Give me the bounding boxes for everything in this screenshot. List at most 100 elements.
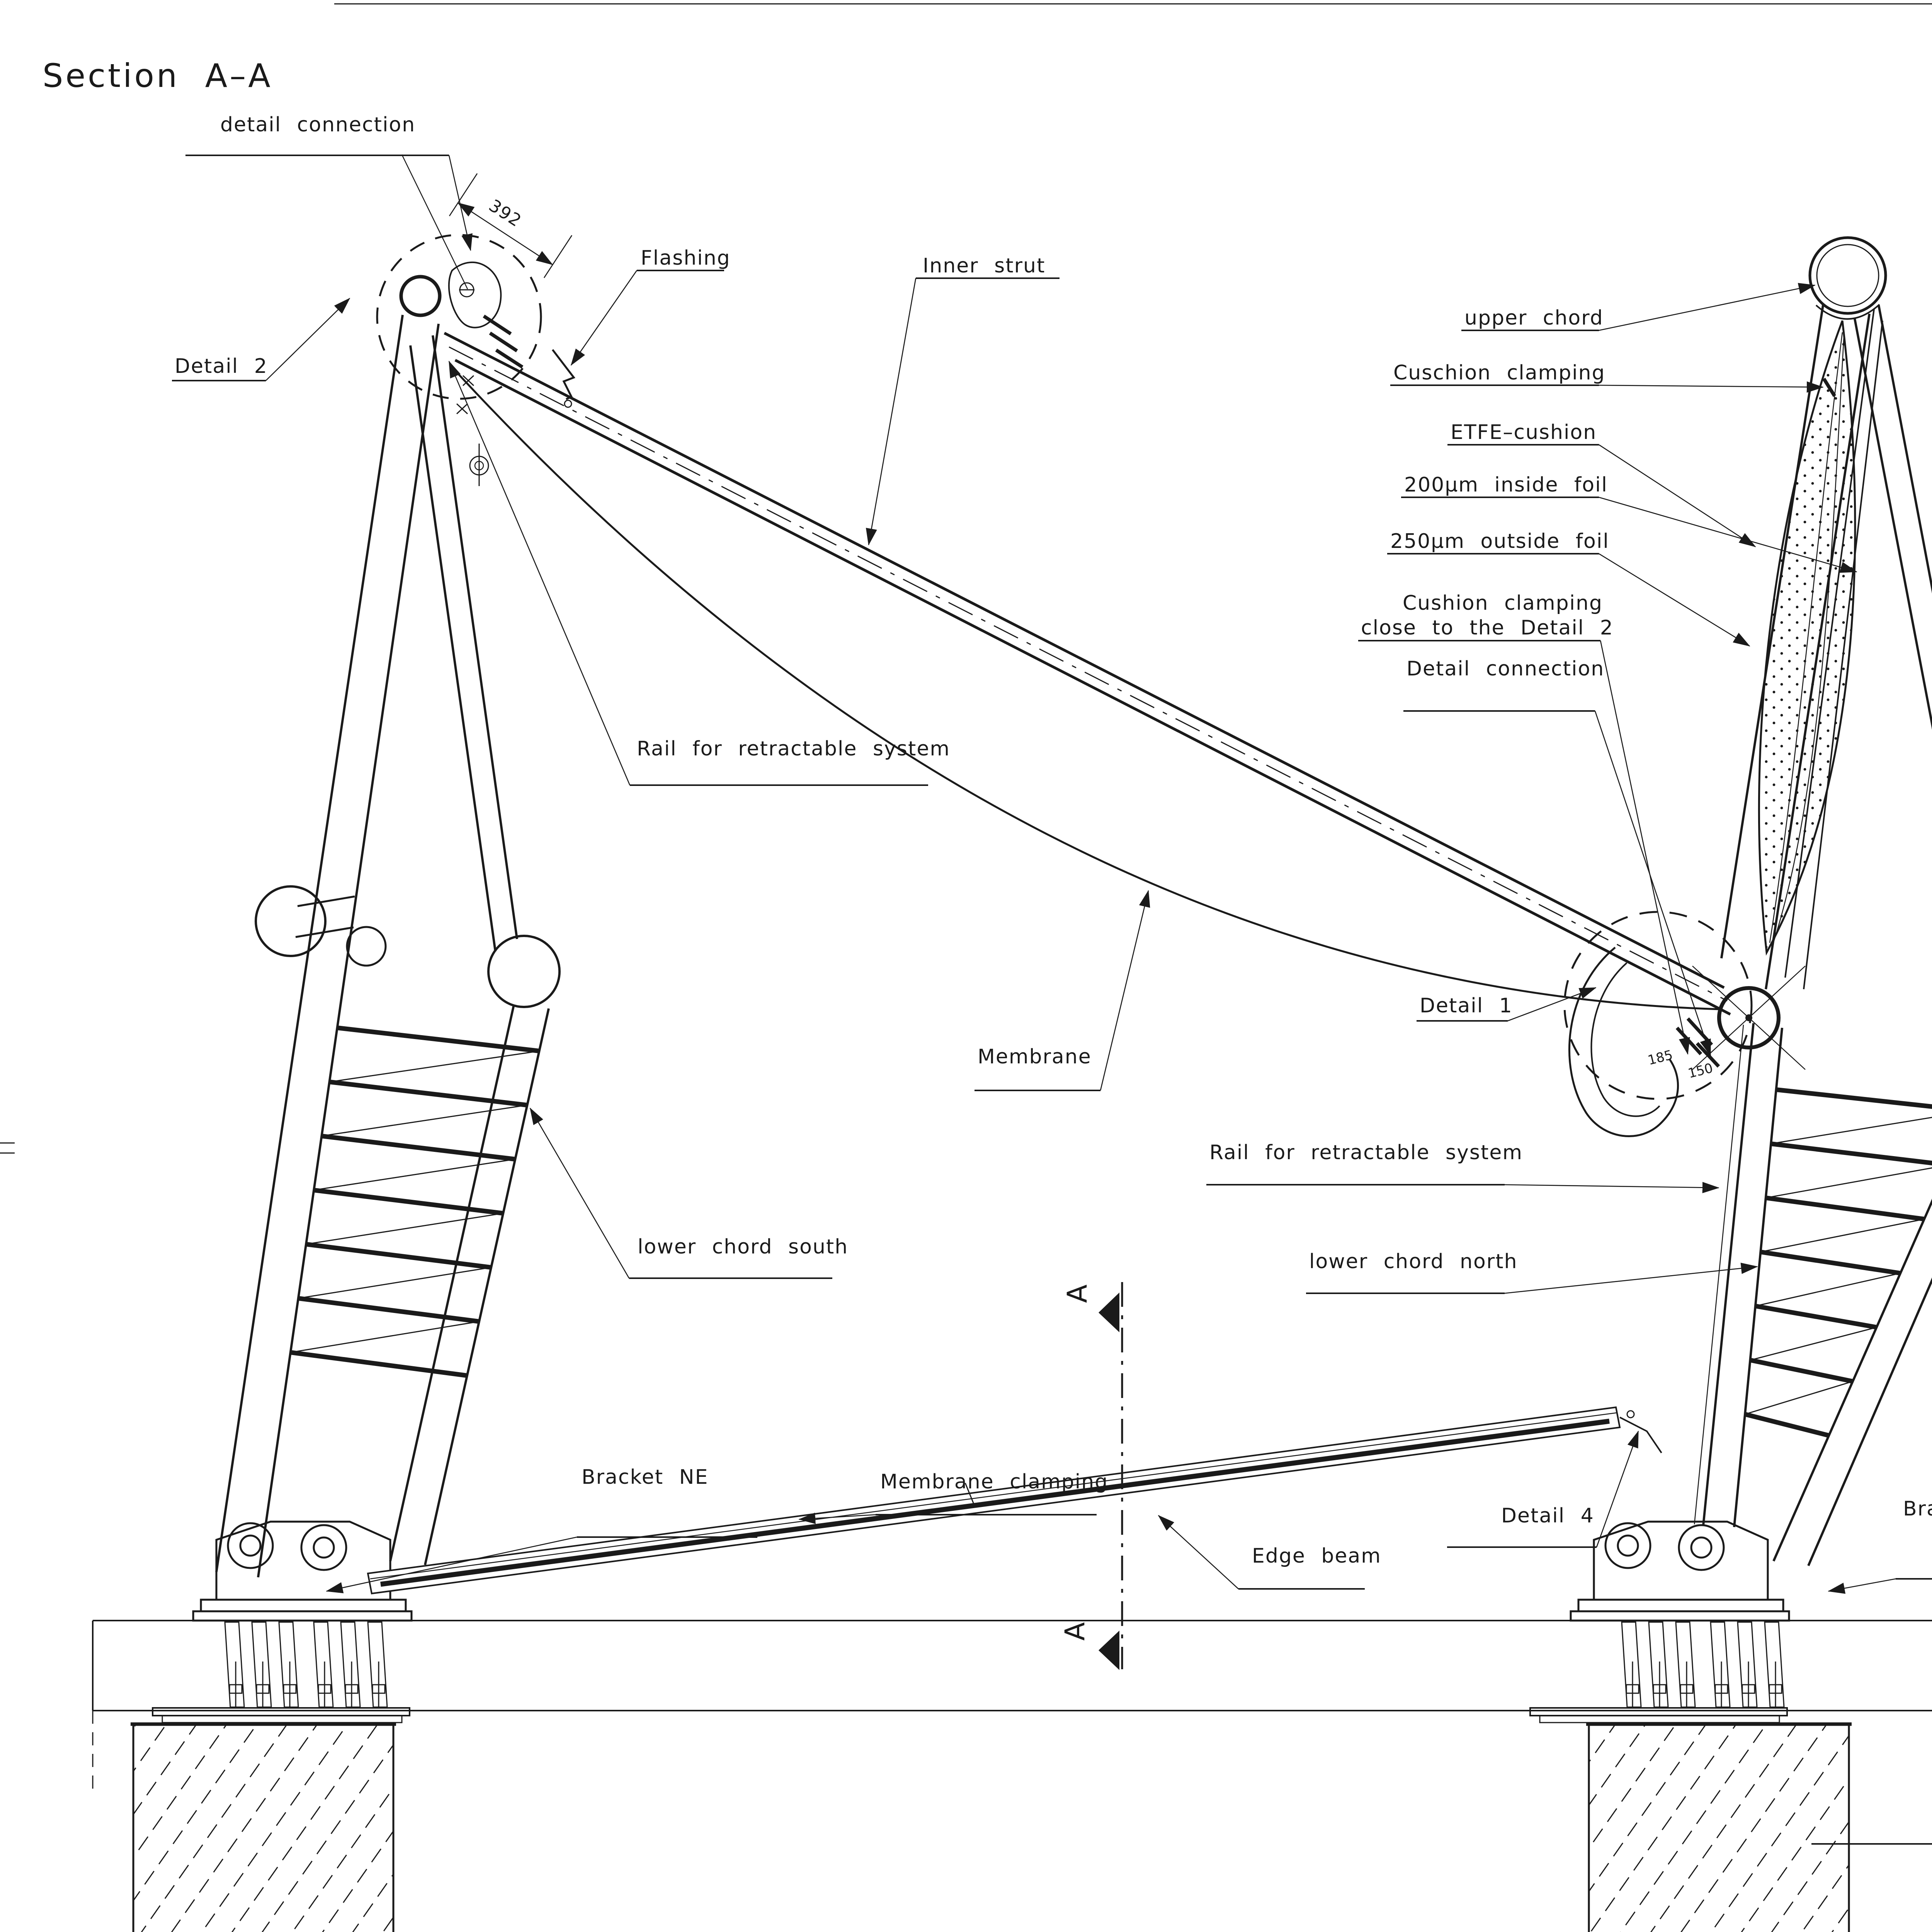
leader-line <box>1504 1182 1719 1194</box>
label-text: Detail 1 <box>1420 994 1513 1017</box>
detail-2-circle <box>376 234 542 400</box>
leader-line <box>529 1107 630 1279</box>
knee-stub-tube <box>295 926 354 938</box>
label-text: detail connection <box>220 113 415 136</box>
leader-line <box>1596 1430 1639 1548</box>
etfe-inside-foil-line <box>1769 332 1843 943</box>
label-text: Bracket NE <box>1903 1497 1932 1520</box>
leader-line <box>1504 1262 1758 1294</box>
inner-strut-tube <box>444 332 1731 1016</box>
leader-line <box>1600 640 1690 1055</box>
label-shs-400: SHS 400 <box>1811 1843 1932 1845</box>
retractable-rail-hook <box>1568 947 1679 1137</box>
right-bracket-ne <box>1570 1520 1790 1622</box>
right-truss-braces <box>1744 1087 1932 1438</box>
label-detail-2: Detail 2 <box>172 298 350 381</box>
label-text: 200μm inside foil <box>1404 473 1608 497</box>
section-cut-marker-top: A <box>1061 1282 1123 1669</box>
knee-pipe-circle <box>255 885 327 957</box>
rail-profile-line <box>1694 1024 1744 1525</box>
chord-saddle-arc <box>1815 304 1880 320</box>
left-truss-brace-returns <box>290 1050 540 1353</box>
label-cuschion-clamping: Cuschion clamping <box>1390 361 1824 393</box>
left-inner-chord <box>409 345 497 952</box>
label-foil-outside: 250μm outside foil <box>1387 530 1750 647</box>
leader-line <box>1599 497 1857 573</box>
right-anchor-bolts <box>1529 1621 1788 1723</box>
right-rear-leg <box>1854 318 1932 730</box>
label-text: Edge beam <box>1252 1544 1381 1568</box>
edge-beam-joint-tick <box>964 1483 975 1504</box>
strut-centerline <box>449 346 1728 1002</box>
right-tower: 185 150 <box>1563 236 1932 1566</box>
section-cut-marker-bottom: A <box>1059 1622 1119 1670</box>
left-inner-chord <box>432 335 518 939</box>
label-membrane-clamping: Membrane clamping <box>798 1470 1108 1524</box>
label-bracket-ne-right: Bracket NE <box>1828 1497 1932 1594</box>
label-text: ETFE–cushion <box>1451 421 1597 444</box>
leader-line <box>570 270 638 366</box>
flashing-fixing <box>564 400 572 408</box>
apex-plate <box>448 262 502 328</box>
label-text: Inner strut <box>923 254 1045 277</box>
leader-line <box>1599 444 1756 548</box>
left-truss-braces <box>290 1026 540 1378</box>
label-text: Membrane <box>978 1045 1092 1068</box>
label-text: lower chord south <box>638 1235 848 1259</box>
leader-line <box>448 155 473 251</box>
label-text: Bracket NE <box>582 1466 708 1489</box>
upper-chord-pipe-inner <box>1816 244 1879 307</box>
lower-chord-north-tube <box>1733 1027 1783 1527</box>
leader-line <box>1100 890 1150 1091</box>
edge-beam-inner-line <box>370 1412 1618 1580</box>
label-text: Detail connection <box>1406 657 1604 680</box>
annotations: detail connection Detail 2 Flashing Inne… <box>172 113 1932 1845</box>
dimension-line <box>457 202 553 265</box>
left-apex-node <box>376 154 576 486</box>
right-outer-chord <box>1807 1277 1932 1566</box>
membrane-curve <box>449 364 1722 1010</box>
knee-pipe-circle <box>487 935 561 1008</box>
page-title: Section A–A <box>43 57 273 95</box>
label-lower-chord-north: lower chord north <box>1306 1250 1758 1294</box>
leader-line <box>1507 987 1597 1022</box>
label-inner-strut: Inner strut <box>866 254 1060 546</box>
leader-line <box>866 278 917 546</box>
node-clamp-parts <box>1675 1017 1720 1068</box>
label-cushion-clamping-close: Cushion clamping close to the Detail 2 <box>1358 592 1690 1055</box>
section-arrow-icon <box>1099 1631 1119 1670</box>
leader-line <box>1828 1578 1896 1594</box>
left-footing <box>132 1723 395 1932</box>
label-detail-connection-right: Detail connection <box>1403 657 1711 1056</box>
label-text: Flashing <box>641 247 731 270</box>
extension-line <box>543 235 573 278</box>
leader-line <box>1599 381 1824 393</box>
label-text: Rail for retractable system <box>637 737 950 760</box>
leader-line <box>1599 553 1750 647</box>
edge-beam-end-pin <box>1626 1410 1635 1418</box>
label-foil-inside: 200μm inside foil <box>1401 473 1857 573</box>
leader-line <box>1158 1515 1239 1589</box>
apex-clamp-parts <box>483 315 524 369</box>
left-tower <box>215 154 576 1578</box>
label-text: lower chord north <box>1309 1250 1518 1273</box>
label-text: Membrane clamping <box>880 1470 1108 1493</box>
right-rear-leg <box>1878 305 1932 594</box>
label-upper-chord: upper chord <box>1461 283 1816 331</box>
node-pipe-circle <box>1717 986 1781 1049</box>
left-mast-edge <box>215 315 404 1572</box>
label-detail-1: Detail 1 <box>1417 987 1597 1022</box>
edge-beam-stripe <box>380 1418 1610 1587</box>
label-text: close to the Detail 2 <box>1361 616 1614 639</box>
cushion-clamp-mark <box>1822 378 1836 397</box>
label-rail-left: Rail for retractable system <box>448 361 950 786</box>
label-lower-chord-south: lower chord south <box>529 1107 848 1279</box>
label-text: 250μm outside foil <box>1390 530 1609 553</box>
dim-150: 150 <box>1687 1060 1715 1082</box>
extension-line <box>449 173 478 216</box>
left-anchor-bolts <box>152 1621 410 1723</box>
apex-construction-line <box>401 154 468 289</box>
label-bracket-ne-left: Bracket NE <box>326 1466 757 1594</box>
